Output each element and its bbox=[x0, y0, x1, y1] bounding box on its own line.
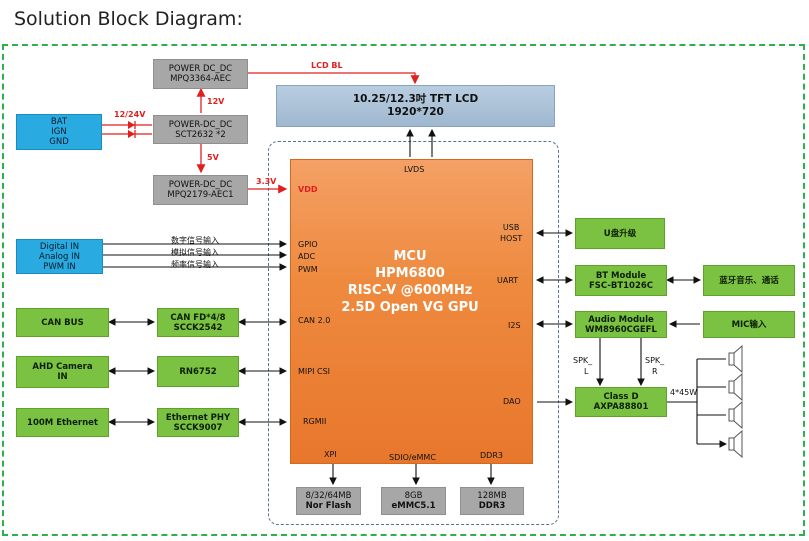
speaker-bus bbox=[667, 358, 722, 445]
pin-vdd: VDD bbox=[298, 185, 318, 194]
rn6752-block: RN6752 bbox=[157, 356, 239, 387]
can-bus-block: CAN BUS bbox=[16, 308, 109, 337]
pin-mipi-csi: MIPI CSI bbox=[298, 367, 331, 376]
outer-solution-border bbox=[2, 44, 805, 536]
lcd-bl-wire bbox=[248, 72, 420, 85]
frequency-signal-label: 频率信号输入 bbox=[171, 260, 219, 269]
pin-xpi: XPI bbox=[324, 450, 337, 459]
pin-ddr3: DDR3 bbox=[480, 451, 503, 460]
label-12-24v: 12/24V bbox=[114, 110, 146, 119]
speaker-icon bbox=[728, 372, 743, 402]
digital-signal-label: 数字信号输入 bbox=[171, 236, 219, 245]
label-12v: 12V bbox=[207, 97, 225, 106]
speaker-icons bbox=[728, 344, 743, 459]
spk-r-label: SPK_R bbox=[645, 356, 665, 376]
speaker-icon bbox=[728, 344, 743, 374]
pin-gpio: GPIO bbox=[298, 240, 318, 249]
pin-adc: ADC bbox=[298, 252, 316, 261]
mcu-block bbox=[290, 159, 533, 464]
bat-diodes bbox=[128, 121, 136, 138]
output-power-label: 4*45W bbox=[670, 388, 698, 397]
label-3v3: 3.3V bbox=[256, 177, 277, 186]
lcd-bl-label: LCD BL bbox=[311, 61, 343, 70]
pin-pwm: PWM bbox=[298, 265, 318, 274]
speaker-icon bbox=[728, 400, 743, 430]
pin-can: CAN 2.0 bbox=[298, 316, 331, 325]
pin-dao: DAO bbox=[503, 397, 521, 406]
ethernet-block: 100M Ethernet bbox=[16, 408, 109, 437]
mcu-board-border bbox=[268, 141, 559, 525]
pin-sdio-emmc: SDIO/eMMC bbox=[389, 453, 436, 462]
bt-audio-block: 蓝牙音乐、通话 bbox=[703, 265, 795, 296]
pin-uart: UART bbox=[497, 276, 519, 285]
label-5v: 5V bbox=[207, 153, 219, 162]
mic-input-block: MIC输入 bbox=[703, 311, 795, 338]
pin-lvds: LVDS bbox=[404, 165, 425, 174]
pin-i2s: I2S bbox=[508, 321, 521, 330]
analog-signal-label: 模拟信号输入 bbox=[171, 248, 219, 257]
speaker-icon bbox=[728, 429, 743, 459]
page-title: Solution Block Diagram: bbox=[14, 8, 243, 30]
spk-l-label: SPK_L bbox=[573, 356, 593, 376]
power-wires bbox=[101, 72, 420, 194]
udisk-upgrade-block: U盘升级 bbox=[575, 218, 665, 249]
pin-rgmii: RGMII bbox=[303, 417, 327, 426]
mcu-core-text: MCU HPM6800 RISC-V @600MHz 2.5D Open VG … bbox=[341, 249, 479, 315]
